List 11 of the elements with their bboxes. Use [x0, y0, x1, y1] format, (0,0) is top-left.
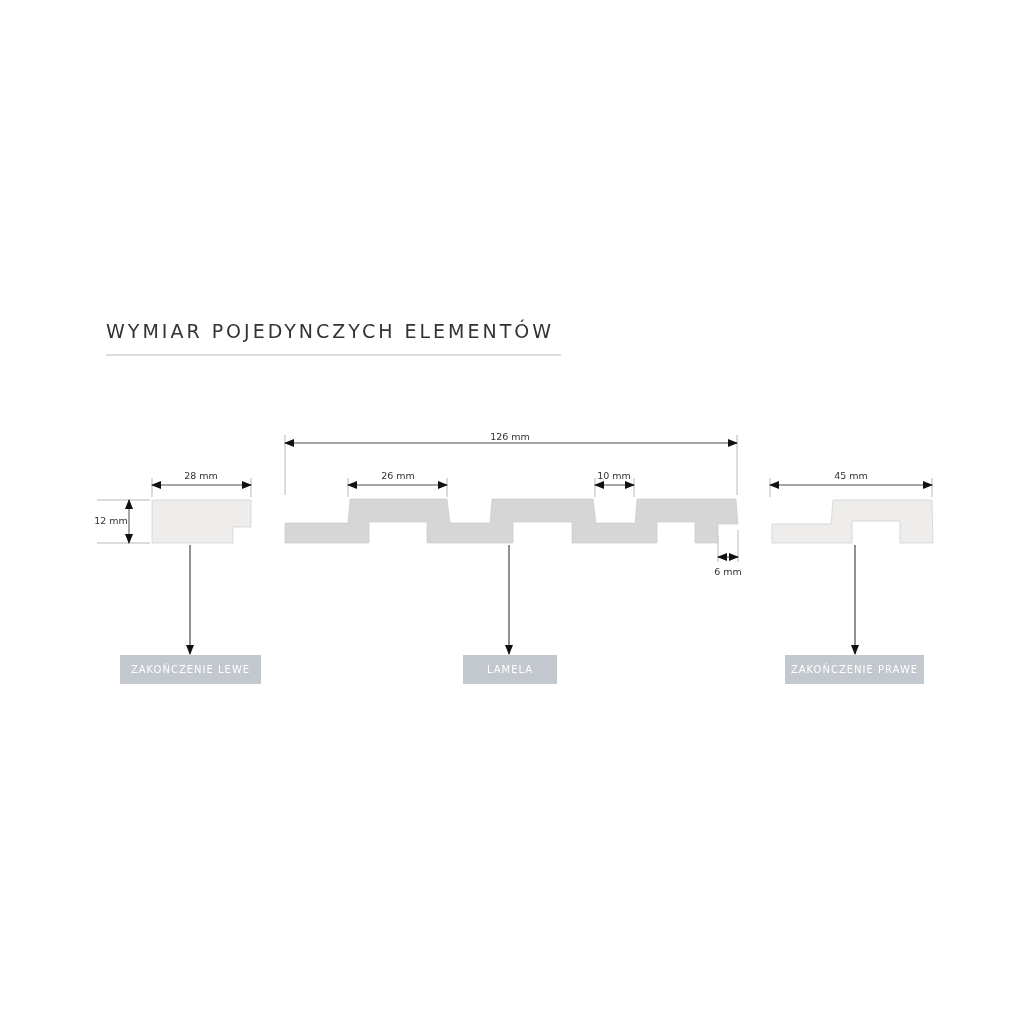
dimension-label: 6 mm	[714, 566, 742, 577]
arrow	[851, 544, 859, 655]
label-box: LAMELA	[463, 655, 557, 684]
dimension-label: 126 mm	[490, 431, 530, 442]
dimension-label: 10 mm	[597, 470, 631, 481]
label-box: ZAKOŃCZENIE PRAWE	[785, 655, 924, 684]
label-box: ZAKOŃCZENIE LEWE	[120, 655, 261, 684]
heading: WYMIAR POJEDYNCZYCH ELEMENTÓW	[106, 320, 555, 342]
arrow	[505, 544, 513, 655]
dimension-label: 12 mm	[94, 515, 128, 526]
arrow	[186, 544, 194, 655]
